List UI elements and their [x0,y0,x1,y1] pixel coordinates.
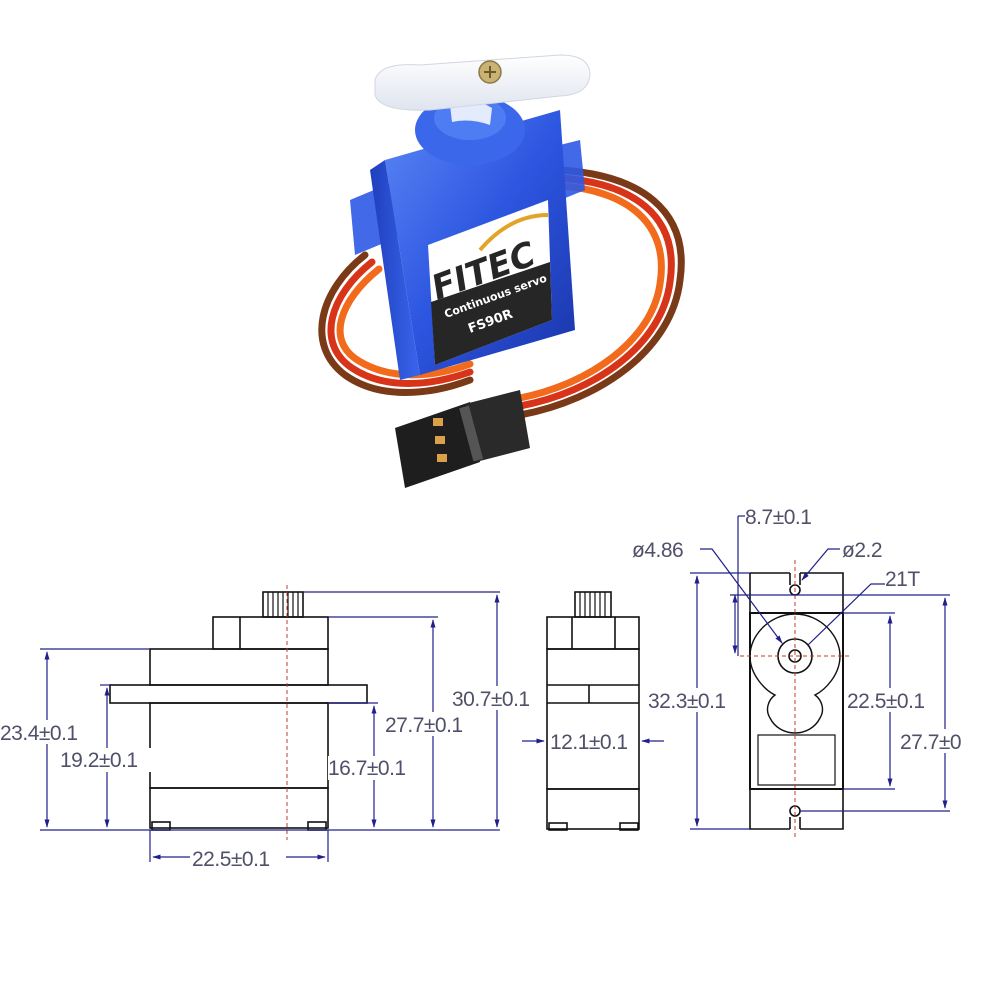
dim-hole-diameter: ø2.2 [842,539,882,562]
top-view-drawing [740,560,850,840]
dim-hole-spacing: 27.7±0 [900,731,961,754]
dim-shaft-offset: 8.7±0.1 [745,506,811,529]
dim-tab-height: 19.2±0.1 [60,749,138,772]
dim-body-length: 22.5±0.1 [847,690,925,713]
dim-lower-body-height: 16.7±0.1 [328,757,406,780]
dim-spline-diameter: ø4.86 [632,539,683,562]
side-view-drawing [109,585,368,840]
dim-spline-teeth: 21T [885,568,920,591]
servo-photo: FITEC Continuous servo FS90R [318,54,685,488]
end-view-labels: 12.1±0.1 [548,729,636,754]
servo-wires [318,166,685,419]
dim-mount-height: 23.4±0.1 [0,722,78,745]
servo-label: FITEC Continuous servo FS90R [426,200,552,365]
side-view-labels: 23.4±0.1 19.2±0.1 16.7±0.1 27.7±0.1 30.7… [0,686,548,871]
dim-overall-length: 32.3±0.1 [648,690,726,713]
top-view-labels: 8.7±0.1 ø4.86 ø2.2 21T 32.3±0.1 22.5±0.1… [632,506,1001,754]
end-view-drawing [546,591,640,831]
dim-end-width: 12.1±0.1 [550,731,628,754]
dim-body-width: 22.5±0.1 [192,848,270,871]
servo-horn [374,54,591,111]
top-view-dimensions [690,515,950,830]
servo-connector [395,390,530,488]
dim-overall-height: 30.7±0.1 [452,688,530,711]
dim-case-height: 27.7±0.1 [385,714,463,737]
